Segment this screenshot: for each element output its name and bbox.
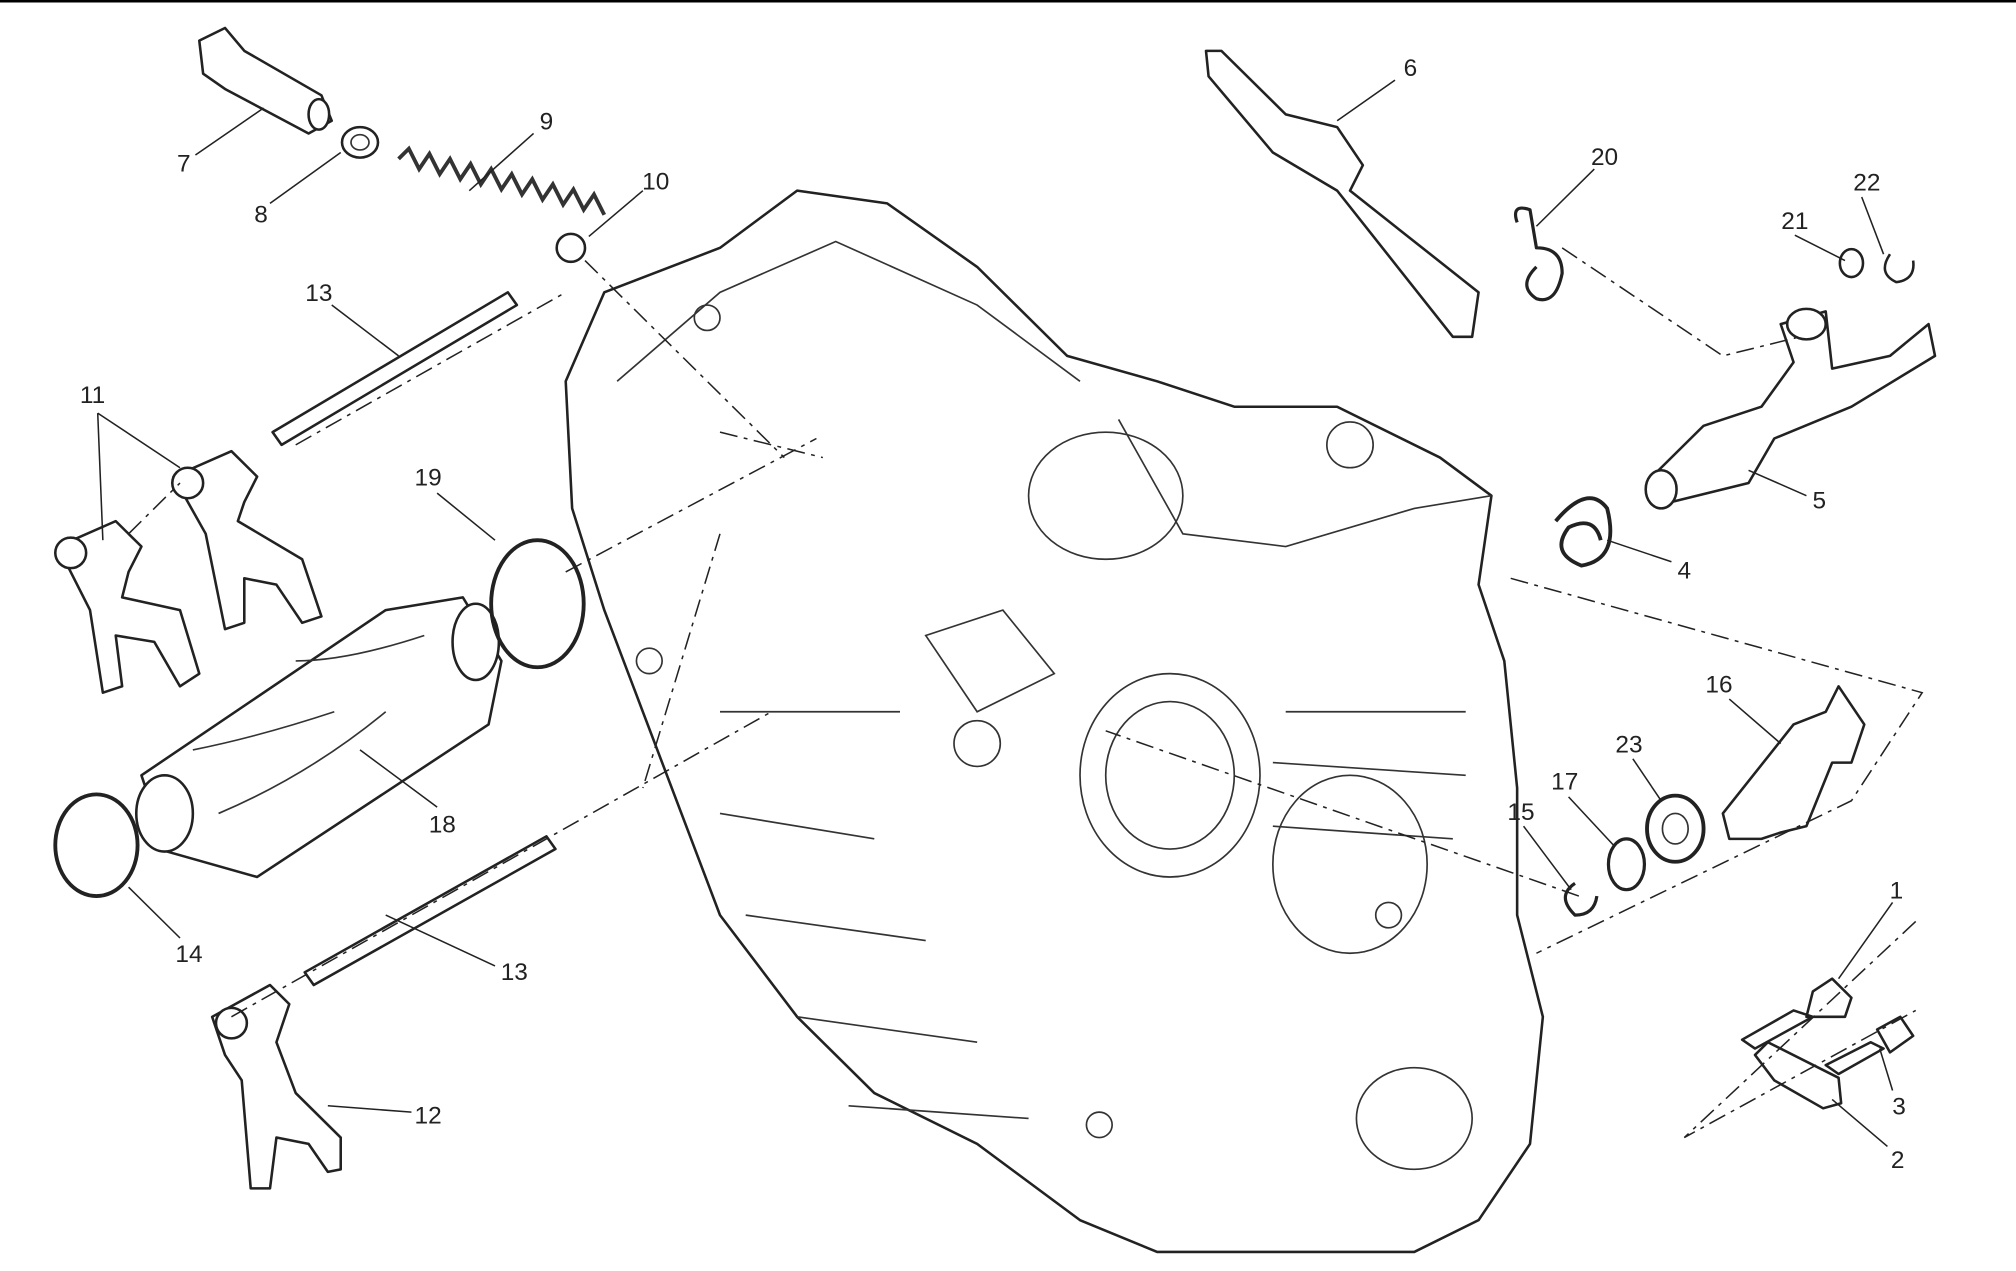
assembly-axis-lines [128, 247, 1924, 1139]
part-7-plug-bolt [198, 26, 333, 135]
callout-19: 19 [415, 465, 442, 492]
callout-20: 20 [1591, 144, 1618, 171]
part-14-o-ring [53, 792, 140, 898]
callout-17: 17 [1551, 768, 1578, 795]
callout-21: 21 [1781, 208, 1808, 235]
callout-7: 7 [177, 151, 191, 178]
callout-11: 11 [80, 382, 105, 409]
part-1-screw [1740, 977, 1853, 1050]
callout-1: 1 [1890, 878, 1904, 905]
callout-2: 2 [1891, 1147, 1905, 1174]
callout-8: 8 [254, 202, 268, 229]
part-11-shift-forks [54, 449, 323, 694]
leader-lines [96, 79, 1894, 1148]
part-12-shift-fork [210, 983, 342, 1190]
part-22-circlip [1883, 253, 1915, 284]
callout-10: 10 [642, 169, 669, 196]
crankcase-half [564, 189, 1545, 1254]
callout-22: 22 [1853, 170, 1880, 197]
callout-15: 15 [1507, 799, 1534, 826]
part-2-plate [1753, 1040, 1843, 1110]
part-20-spring [1513, 206, 1564, 302]
part-13-fork-shaft-upper [271, 291, 519, 447]
part-23-seal [1645, 793, 1706, 864]
part-4-spring [1554, 496, 1613, 568]
callout-12: 12 [415, 1103, 442, 1130]
callout-18: 18 [429, 812, 456, 839]
part-6-lever [1204, 49, 1480, 339]
part-3-screw [1824, 1015, 1915, 1076]
callout-5: 5 [1812, 488, 1826, 515]
part-13-fork-shaft-lower [303, 835, 557, 987]
part-8-washer [340, 125, 380, 159]
part-9-spring [397, 145, 607, 216]
part-5-selector-shaft [1644, 307, 1937, 510]
callout-13-upper: 13 [305, 280, 332, 307]
part-19-o-ring [489, 538, 586, 670]
callout-13-lower: 13 [501, 959, 528, 986]
part-21-washer [1838, 247, 1865, 279]
callout-labels: 7 8 9 10 13 11 19 18 14 13 12 6 20 22 21… [80, 55, 1906, 1174]
callout-4: 4 [1677, 557, 1691, 584]
callout-14: 14 [175, 941, 202, 968]
part-17-washer [1606, 837, 1647, 892]
part-18-selector-drum [135, 596, 503, 879]
callout-6: 6 [1404, 55, 1418, 82]
callout-9: 9 [540, 109, 554, 136]
callout-23: 23 [1615, 732, 1642, 759]
part-16-plate [1721, 685, 1866, 841]
callout-16: 16 [1705, 672, 1732, 699]
part-10-ball [555, 232, 587, 264]
callout-3: 3 [1892, 1094, 1906, 1121]
